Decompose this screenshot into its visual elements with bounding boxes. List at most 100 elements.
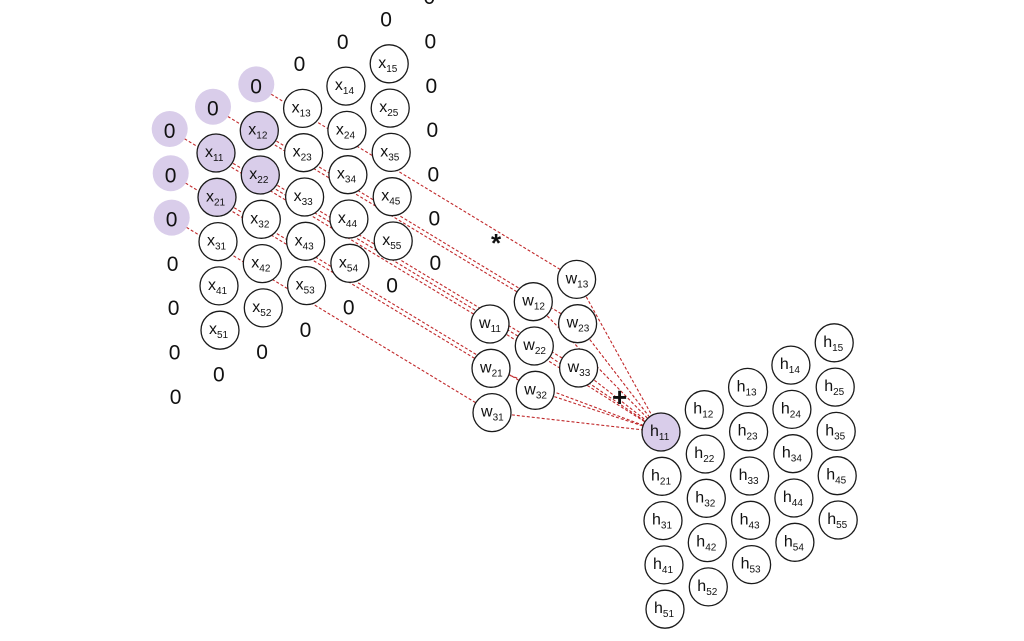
padding-zero: 0 <box>213 364 225 387</box>
output-node <box>774 478 814 518</box>
padding-zero: 0 <box>294 53 306 76</box>
output-label: h33 <box>739 467 759 487</box>
output-node <box>817 456 857 496</box>
input-cell: x25 <box>370 88 410 128</box>
output-cell: h45 <box>817 456 857 496</box>
input-cell: x43 <box>285 221 326 261</box>
output-label: h34 <box>782 445 802 465</box>
input-cell: x53 <box>286 265 327 306</box>
padding-zero: 0 <box>427 119 439 142</box>
output-node <box>645 589 685 629</box>
input-node <box>285 221 326 261</box>
output-node <box>814 323 854 363</box>
kernel-node <box>515 370 555 410</box>
padding-zero: 0 <box>170 386 182 409</box>
input-node <box>372 177 412 217</box>
input-label: x53 <box>296 277 316 297</box>
kernel-cell: w11 <box>470 304 510 344</box>
input-cell: x31 <box>198 221 238 262</box>
output-label: h43 <box>740 511 760 531</box>
input-cell: x33 <box>284 177 325 217</box>
input-node <box>373 221 413 261</box>
input-cell: x55 <box>373 221 413 261</box>
kernel-label: w22 <box>522 337 546 357</box>
output-label: h54 <box>784 533 804 553</box>
output-node <box>686 478 726 518</box>
input-node <box>239 111 279 151</box>
input-label: x23 <box>293 144 313 164</box>
output-label: h53 <box>741 556 761 576</box>
input-label: x51 <box>209 321 229 341</box>
output-cell: h25 <box>815 367 855 407</box>
input-label: x45 <box>381 188 401 208</box>
output-cell: h42 <box>687 522 727 563</box>
padding-zero: 0 <box>424 0 436 9</box>
padding-highlight <box>238 66 275 103</box>
kernel-label: w21 <box>479 359 503 379</box>
output-cell: h52 <box>688 567 728 607</box>
input-cell: x32 <box>241 199 281 239</box>
kernel-label: w12 <box>521 293 545 313</box>
input-cell: x12 <box>239 111 279 151</box>
output-label: h32 <box>695 489 715 509</box>
output-label: h11 <box>650 423 670 443</box>
padding-zero: 0 <box>166 209 178 232</box>
kernel-node <box>556 259 597 300</box>
output-cell: h24 <box>772 389 812 430</box>
kernel-node <box>513 282 553 322</box>
kernel-label: w32 <box>523 381 547 401</box>
output-node <box>816 411 856 452</box>
input-label: x55 <box>382 232 402 252</box>
convolution-operator: * <box>491 228 502 258</box>
padding-zero: 0 <box>429 208 441 231</box>
padding-zero: 0 <box>168 297 180 320</box>
input-node <box>371 132 411 173</box>
input-cell: x52 <box>243 288 283 328</box>
output-label: h21 <box>651 467 671 487</box>
output-cell: h15 <box>814 323 854 363</box>
output-cell: h23 <box>728 412 769 452</box>
kernel-node <box>470 304 510 344</box>
output-cell: h43 <box>730 500 771 540</box>
padding-zero: 0 <box>386 274 398 297</box>
output-label: h14 <box>780 356 800 376</box>
output-label: h51 <box>654 600 674 620</box>
kernel-to-output-line <box>533 345 662 433</box>
output-node <box>641 412 681 452</box>
input-cell: x23 <box>283 133 324 173</box>
input-cell: x45 <box>372 177 412 217</box>
output-node <box>727 367 768 408</box>
padding-zero: 0 <box>256 341 268 364</box>
output-node <box>643 500 683 541</box>
input-label: x33 <box>294 188 314 208</box>
sum-operator: + <box>612 382 627 412</box>
padding-zero: 0 <box>343 297 355 320</box>
input-label: x12 <box>248 122 268 142</box>
input-cell: x11 <box>196 133 236 173</box>
input-label: x31 <box>207 233 227 253</box>
output-label: h22 <box>694 445 714 465</box>
input-label: x34 <box>337 166 357 186</box>
output-node <box>771 345 811 385</box>
input-label: x43 <box>295 232 315 252</box>
input-cell: x35 <box>371 132 411 173</box>
output-cell: h12 <box>684 390 724 430</box>
input-node <box>200 310 240 350</box>
output-node <box>730 500 771 540</box>
input-cell: x42 <box>242 243 282 284</box>
input-node <box>328 155 368 195</box>
padding-zero: 0 <box>169 342 181 365</box>
output-label: h35 <box>825 422 845 442</box>
padding-highlight <box>153 199 190 236</box>
padding-highlight <box>152 155 189 192</box>
input-node <box>286 265 327 306</box>
input-node <box>284 177 325 217</box>
output-node <box>642 456 682 496</box>
padding-zero: 0 <box>428 163 440 186</box>
kernel-cell: w12 <box>513 282 553 322</box>
padding-zero: 0 <box>426 75 438 98</box>
kernel-node <box>514 326 554 366</box>
